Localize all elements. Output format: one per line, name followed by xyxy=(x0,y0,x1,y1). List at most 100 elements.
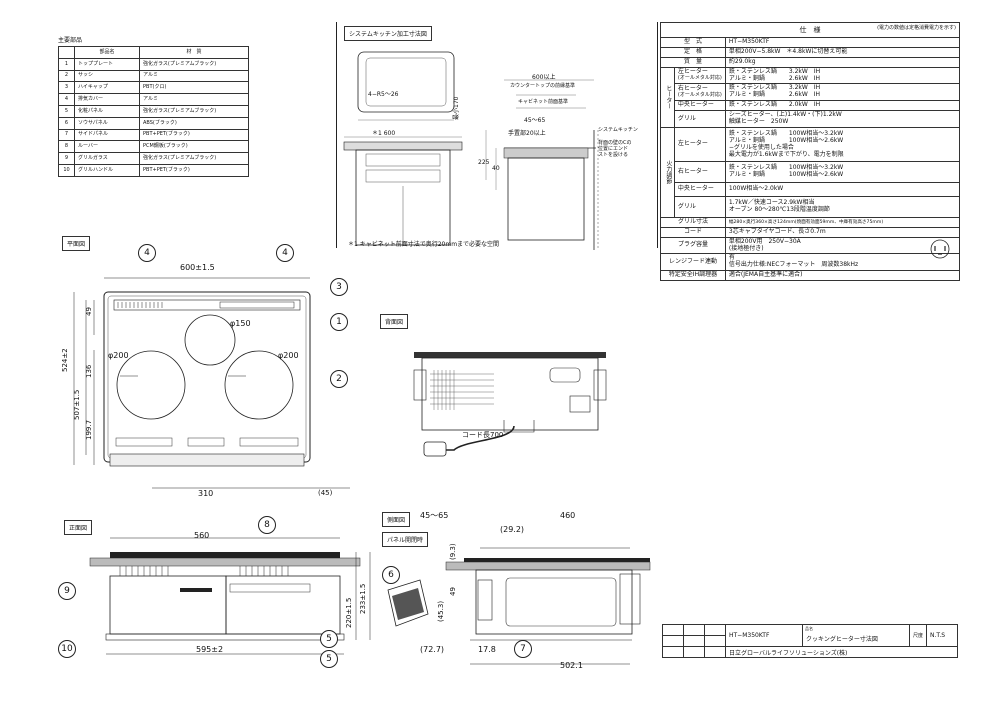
part-no: 10 xyxy=(58,163,75,177)
part-material: PBT(クロ) xyxy=(139,81,249,95)
parts-header-name: 部品名 xyxy=(74,46,140,59)
title-name: クッキングヒーター寸法図 xyxy=(806,636,878,643)
front-h220: 220±1.5 xyxy=(345,597,353,628)
spec-hood-2: 信号出力仕様:NECフォーマット 周波数38kHz xyxy=(728,261,859,269)
callout-1: 1 xyxy=(330,313,348,331)
heater-sub: (オールメタル対応) xyxy=(677,91,722,98)
part-no: 6 xyxy=(58,116,75,130)
callout-7: 7 xyxy=(514,640,532,658)
callout-10: 10 xyxy=(58,640,76,658)
spec-grill-size-label: グリル寸法 xyxy=(660,216,726,228)
part-no: 8 xyxy=(58,140,75,154)
parts-header-material: 材 質 xyxy=(139,46,249,59)
part-material: 強化ガラス(プレミアムブラック) xyxy=(139,152,249,165)
kitchen-40-label: 40 xyxy=(492,165,500,172)
part-no: 5 xyxy=(58,104,75,118)
part-material: アルミ xyxy=(139,69,249,83)
plan-view-drawing xyxy=(73,277,350,489)
side-502-1: 502.1 xyxy=(560,661,583,670)
part-material: 強化ガラス(プレミアムブラック) xyxy=(139,57,249,71)
title-scale-label: 尺度 xyxy=(908,624,928,647)
side-460: 460 xyxy=(560,511,576,520)
callout-3: 3 xyxy=(330,278,348,296)
back-view-drawing xyxy=(413,352,607,457)
spec-cord-label: コード xyxy=(660,226,726,238)
side-view-title: 側面図 xyxy=(382,512,411,527)
part-material: ABS(ブラック) xyxy=(139,116,249,130)
heater-line: 鉄・ステンレス鍋 2.0kW IH xyxy=(728,101,821,109)
parts-header-no xyxy=(58,46,75,59)
callout-4-left: 4 xyxy=(138,244,156,262)
side-49: 49 xyxy=(449,587,457,596)
heater-line: 鉄・ステンレス鍋 3.2kW IH xyxy=(728,67,821,75)
part-material: PBT+PET(ブラック) xyxy=(139,128,249,142)
spec-model-label: 型 式 xyxy=(660,37,726,48)
spec-rating: 単相200V−5.8kW ＊4.8kWに切替え可能 xyxy=(724,46,961,58)
power-line: −グリルを使用した場合 xyxy=(728,143,794,151)
plan-d49: 49 xyxy=(85,307,93,316)
front-w560: 560 xyxy=(194,531,210,540)
plan-view-title: 平面図 xyxy=(62,236,91,251)
power-line: アルミ・銅鍋 100W相当〜2.6kW xyxy=(728,136,844,144)
side-45-65: 45〜65 xyxy=(420,511,449,520)
part-name: ハイキャップ xyxy=(74,81,140,95)
title-model: HT−M350KTF xyxy=(725,624,803,647)
side-29: (29.2) xyxy=(500,525,525,534)
plan-d199: 199.7 xyxy=(85,419,93,440)
part-no: 1 xyxy=(58,57,75,71)
heater-line: 鉄・ステンレス鍋 3.2kW IH xyxy=(728,84,821,92)
part-name: 排気カバー xyxy=(74,93,140,106)
callout-5-front: 5 xyxy=(320,630,338,648)
spec-note: (電力の数値は定格消費電力を示す) xyxy=(877,25,956,31)
heater-line: シーズヒーター、(上)1.4kW・(下)1.2kW xyxy=(728,111,842,119)
kitchen-view-drawing xyxy=(343,51,599,250)
part-material: PCM鋼板(ブラック) xyxy=(139,140,249,154)
heater-line: 触媒ヒーター 250W xyxy=(728,118,789,126)
part-name: トッププレート xyxy=(74,57,140,71)
plan-phi200-left: φ200 xyxy=(108,351,129,360)
heater-line: アルミ・銅鍋 2.6kW IH xyxy=(728,91,821,99)
spec-mass: 約29.0kg xyxy=(724,56,961,68)
kitchen-600-label: 600以上 xyxy=(532,74,556,81)
kitchen-view-frame xyxy=(336,22,658,248)
power-line: 1.7kW／快速コース2.9kW相当 xyxy=(728,199,815,207)
part-name: サイドパネル xyxy=(74,128,140,142)
kitchen-225-label: 225 xyxy=(478,159,490,166)
plug-icon xyxy=(930,239,950,259)
part-no: 4 xyxy=(58,93,75,106)
part-name: ルーバー xyxy=(74,140,140,154)
kitchen-counter-front: カウンタートップの前縁基準 xyxy=(510,83,576,89)
power-line: アルミ・銅鍋 100W相当〜2.6kW xyxy=(728,171,844,179)
power-name: 右ヒーター xyxy=(677,167,708,175)
part-name: グリルハンドル xyxy=(74,163,140,177)
kitchen-footnote: ＊1 キャビネット前面寸法で奥行20mmまで必要な空間 xyxy=(348,241,500,248)
side-45-3: (45.3) xyxy=(437,600,445,622)
callout-8: 8 xyxy=(258,516,276,534)
plan-d45: (45) xyxy=(318,489,333,497)
power-name: グリル xyxy=(677,202,696,210)
heater-sub: (オールメタル対応) xyxy=(677,75,722,82)
callout-5-side: 5 xyxy=(320,650,338,668)
title-block: HT−M350KTF 品名クッキングヒーター寸法図 尺度 N.T.S 日立グロー… xyxy=(662,624,958,658)
callout-2: 2 xyxy=(330,370,348,388)
part-no: 9 xyxy=(58,152,75,165)
spec-cord: 3芯キャブタイヤコード、長さ0.7m xyxy=(724,226,961,238)
spec-ih-label: 特定安全IH調理器 xyxy=(660,270,726,282)
kitchen-system-label: システムキッチン xyxy=(598,127,638,133)
kitchen-radius-label: 4−R5〜26 xyxy=(368,91,399,98)
spec-grill-size: 幅280×奥行360×高さ124mm(焼面有効面59mm、中庫有効高さ75mm) xyxy=(724,216,961,228)
spec-rating-label: 定 格 xyxy=(660,46,726,58)
heater-line: アルミ・銅鍋 2.6kW IH xyxy=(728,74,821,82)
spec-hood-label: レンジフード連動 xyxy=(660,253,726,272)
front-view-drawing xyxy=(89,537,371,655)
plan-phi150: φ150 xyxy=(230,319,251,328)
power-line: 100W相当〜2.0kW xyxy=(728,185,784,193)
title-scale: N.T.S xyxy=(926,624,958,647)
kitchen-wall-note: 背面の壁のCの位置にエンドストを設ける xyxy=(598,140,632,158)
side-17-8: 17.8 xyxy=(478,645,496,654)
back-view-title: 背面図 xyxy=(380,314,409,329)
